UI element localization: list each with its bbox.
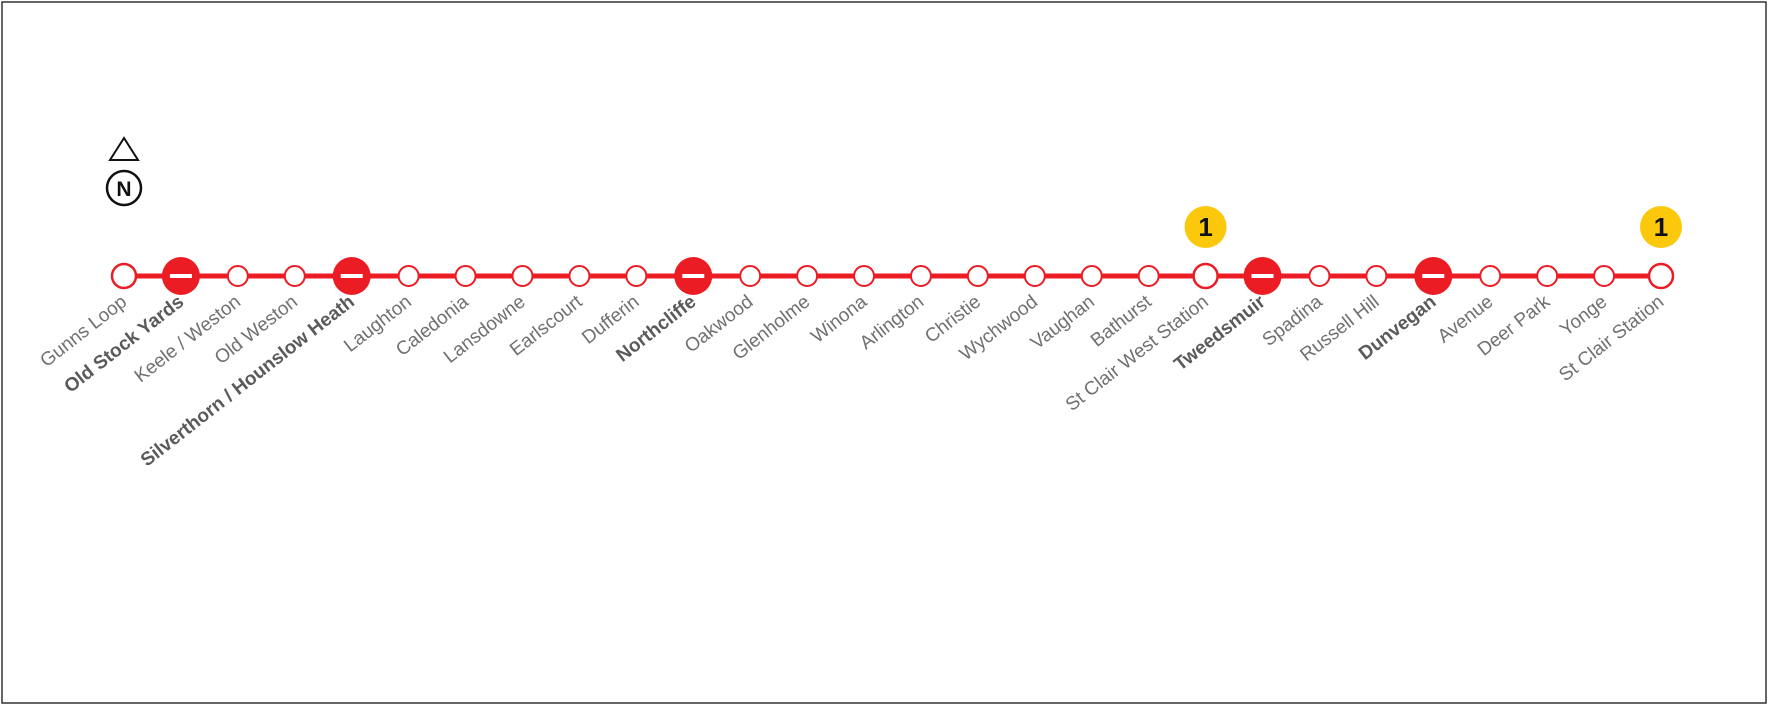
stop-yonge: [1593, 265, 1616, 287]
stop-wychwood: [1023, 265, 1046, 287]
north-arrow-circle-icon: [105, 169, 143, 207]
stops-group: [110, 257, 1675, 295]
subway-line-badge-st-clair-west-station: 1: [1184, 206, 1227, 248]
stop-vaughan: [1080, 265, 1103, 287]
stop-oakwood: [739, 265, 762, 287]
express-stop-bar-icon: [340, 274, 363, 278]
stop-avenue: [1479, 265, 1502, 287]
stop-earlscourt: [568, 265, 591, 287]
north-arrow-triangle-icon: [108, 136, 140, 161]
express-stop-bar-icon: [682, 274, 705, 278]
express-stop-bar-icon: [169, 274, 192, 278]
subway-badge-circle-icon: [1184, 206, 1227, 248]
north-arrow-letter: N: [116, 178, 131, 201]
subway-line-badge-st-clair-station: 1: [1640, 206, 1682, 248]
express-stop-bar-icon: [1422, 274, 1445, 278]
express-stop-dunvegan: [1414, 257, 1453, 295]
express-stop-northcliffe: [674, 257, 713, 295]
stop-st-clair-station: [1647, 262, 1675, 290]
north-arrow-icon: N: [105, 136, 143, 207]
stop-arlington: [909, 265, 932, 287]
subway-badge-circle-icon: [1640, 206, 1682, 248]
stop-spadina: [1308, 265, 1331, 287]
stop-russell-hill: [1365, 265, 1388, 287]
stop-lansdowne: [511, 265, 534, 287]
stop-glenholme: [796, 265, 819, 287]
stop-laughton: [397, 265, 420, 287]
stop-bathurst: [1137, 265, 1160, 287]
stop-keele-weston: [226, 265, 249, 287]
stop-st-clair-west-station: [1192, 262, 1219, 290]
stop-christie: [966, 265, 989, 287]
stop-deer-park: [1536, 265, 1559, 287]
stop-winona: [853, 265, 876, 287]
stop-old-weston: [283, 265, 306, 287]
stop-dufferin: [625, 265, 648, 287]
express-stop-silverthorn-hounslow-heath: [332, 257, 371, 295]
express-stop-tweedsmuir: [1243, 257, 1282, 295]
express-stop-old-stock-yards: [161, 257, 200, 295]
stop-caledonia: [454, 265, 477, 287]
express-stop-bar-icon: [1251, 274, 1274, 278]
stop-gunns-loop: [110, 262, 138, 290]
subway-badge-number: 1: [1654, 212, 1668, 242]
subway-badge-number: 1: [1198, 212, 1212, 242]
